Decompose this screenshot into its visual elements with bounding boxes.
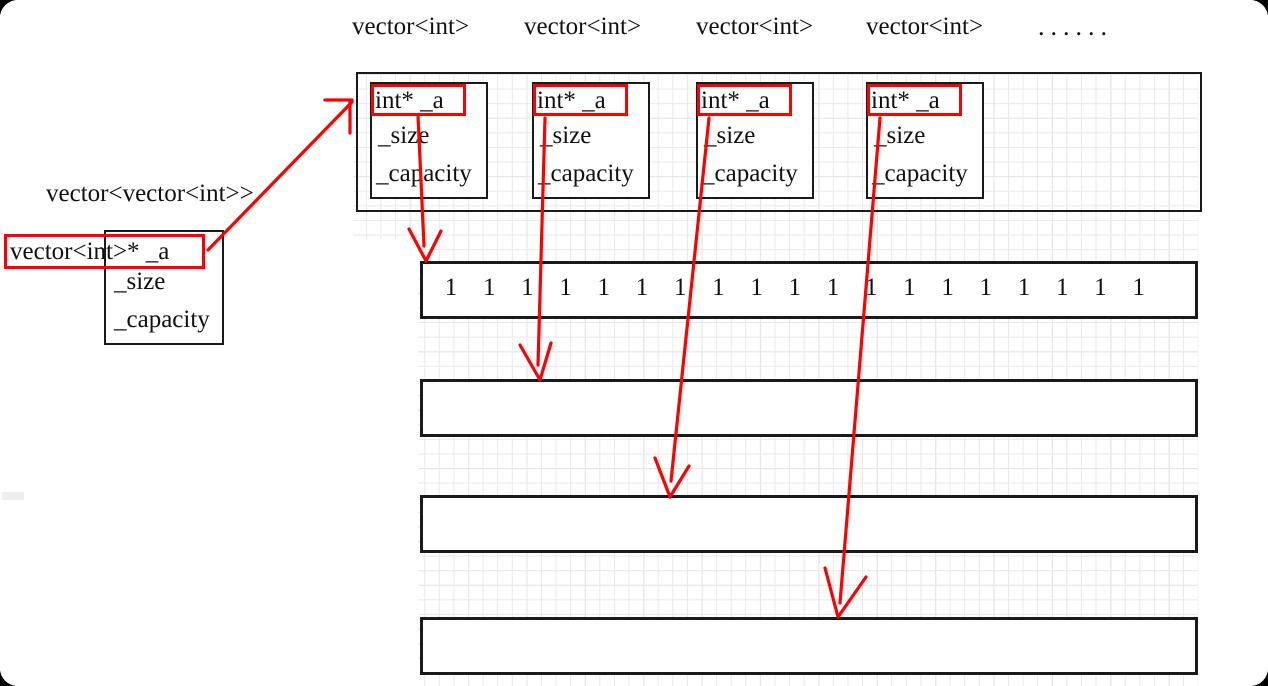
label-outer-vector-type: vector<vector<int>>	[46, 180, 254, 207]
heap-empty-row-1	[420, 379, 1198, 437]
inner-struct-1-field-size: _size	[540, 122, 592, 149]
heap-cell-value: 1	[864, 274, 878, 301]
heap-empty-row-2	[420, 495, 1198, 553]
inner-vector-array-container	[356, 72, 1202, 212]
inner-struct-0-field-capacity: _capacity	[376, 160, 472, 187]
label-inner-vector-type-2: vector<int>	[696, 13, 814, 40]
whiteout-right	[1198, 62, 1268, 686]
heap-cell-value: 1	[521, 274, 534, 301]
highlight-inner-struct-3-a-pointer	[867, 84, 962, 116]
inner-struct-3-field-capacity: _capacity	[872, 160, 968, 187]
inner-struct-3-field-size: _size	[874, 122, 926, 149]
inner-struct-2-field-size: _size	[704, 122, 756, 149]
heap-cell-value: 1	[750, 274, 763, 301]
inner-struct-1-field-a: int* _a	[537, 87, 606, 114]
heap-cell-value: 1	[826, 274, 840, 301]
inner-struct-3-field-a: int* _a	[871, 87, 940, 114]
heap-cell-value: 1	[482, 274, 496, 301]
heap-cell-value: 1	[673, 274, 687, 301]
label-inner-vector-type-1: vector<int>	[524, 13, 642, 40]
inner-struct-0-field-size: _size	[378, 122, 430, 149]
inner-vector-struct-0: _size _capacity	[370, 82, 488, 199]
whiteout-upper-left	[0, 62, 353, 239]
heap-cell-value: 1	[712, 274, 725, 301]
heap-cell-value: 1	[444, 274, 458, 301]
heap-cell-value: 1	[979, 274, 993, 301]
inner-struct-1-field-capacity: _capacity	[538, 160, 634, 187]
heap-cell-value: 1	[635, 274, 649, 301]
highlight-inner-struct-2-a-pointer	[697, 84, 792, 116]
inner-struct-2-field-capacity: _capacity	[702, 160, 798, 187]
heap-cell-value: 1	[1017, 274, 1031, 301]
inner-vector-struct-1: _size _capacity	[532, 82, 650, 199]
heap-cell-value: 1	[788, 274, 802, 301]
outer-struct-field-capacity: _capacity	[114, 306, 210, 333]
highlight-outer-struct-a-pointer	[4, 234, 205, 269]
heap-cell-value: 1	[1055, 274, 1069, 301]
heap-empty-row-3	[420, 617, 1198, 675]
heap-cell-value: 1	[1094, 274, 1107, 301]
outer-struct-field-a: vector<int>* _a	[10, 238, 170, 265]
inner-struct-0-field-a: int* _a	[375, 87, 444, 114]
heap-cell-value: 1	[941, 274, 954, 301]
highlight-inner-struct-1-a-pointer	[533, 84, 628, 116]
heap-cell-value: 1	[903, 274, 916, 301]
outer-struct-field-size: _size	[114, 268, 166, 295]
whiteout-top	[0, 0, 1268, 62]
heap-cell-value: 1	[597, 274, 611, 301]
label-inner-vector-type-3: vector<int>	[866, 13, 984, 40]
heap-cell-value: 1	[1132, 274, 1145, 301]
label-inner-vector-type-0: vector<int>	[352, 13, 470, 40]
heap-cell-value: 1	[559, 274, 572, 301]
label-ellipsis: ......	[1038, 12, 1113, 41]
whiteout-container-top-gap	[353, 62, 1198, 72]
scan-artifact	[2, 492, 24, 500]
inner-vector-struct-2: _size _capacity	[696, 82, 814, 199]
outer-vector-struct-box: _size _capacity	[104, 230, 224, 345]
inner-struct-2-field-a: int* _a	[701, 87, 770, 114]
